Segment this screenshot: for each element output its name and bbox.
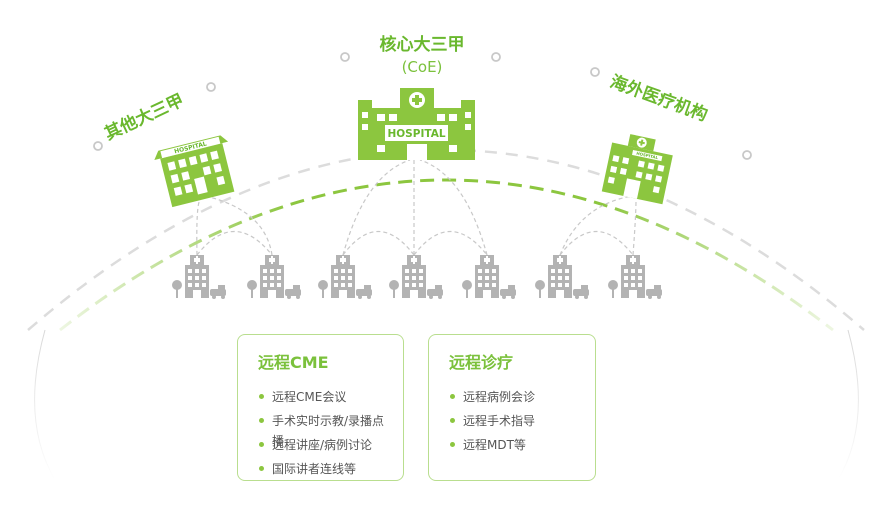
local-hospitals xyxy=(172,255,662,299)
outer-arc xyxy=(27,148,865,331)
list-item: 远程手术指导 xyxy=(449,411,579,435)
left-label: 其他大三甲 xyxy=(101,90,187,145)
outer-arc-nodes xyxy=(93,52,752,160)
list-item: 国际讲者连线等 xyxy=(258,459,387,483)
list-item: 远程MDT等 xyxy=(449,435,579,459)
list-item: 手术实时示教/录播点播 xyxy=(258,411,387,448)
core-sub-label: (CoE) xyxy=(402,58,443,76)
list-item: 远程讲座/病例讨论 xyxy=(258,435,387,459)
left-hospital-icon: HOSPITAL xyxy=(154,135,235,208)
core-hospital-icon: HOSPITAL xyxy=(358,88,475,160)
hospital-sign: HOSPITAL xyxy=(387,128,445,140)
list-item: 远程病例会诊 xyxy=(449,387,579,411)
card-title: 远程CME xyxy=(258,353,329,372)
remote-cme-card: 远程CME 远程CME会议 手术实时示教/录播点播 远程讲座/病例讨论 国际讲者… xyxy=(237,334,404,481)
remote-diagnosis-card: 远程诊疗 远程病例会诊 远程手术指导 远程MDT等 xyxy=(428,334,596,481)
connection-lines xyxy=(196,159,637,256)
svg-text:HOSPITAL: HOSPITAL xyxy=(636,151,659,161)
card-title: 远程诊疗 xyxy=(449,353,514,372)
right-hospital-icon: HOSPITAL xyxy=(601,134,673,205)
right-label: 海外医疗机构 xyxy=(607,71,710,126)
inner-arc xyxy=(59,178,834,332)
list-item: 远程CME会议 xyxy=(258,387,387,411)
core-title-label: 核心大三甲 xyxy=(380,34,465,55)
